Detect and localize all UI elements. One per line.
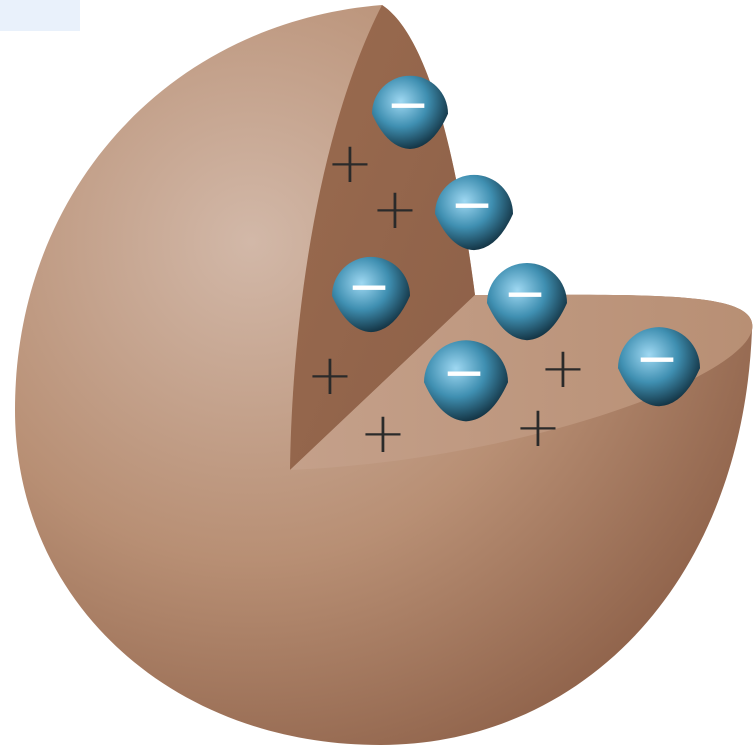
plus-6: + [515, 395, 562, 460]
plus-3: + [307, 343, 354, 408]
plus-1: + [327, 131, 374, 196]
plus-4: + [540, 336, 587, 401]
minus-sign: − [347, 257, 391, 317]
plus-2: + [372, 177, 419, 242]
minus-sign: − [442, 343, 486, 403]
minus-sign: − [386, 75, 430, 135]
minus-sign: − [503, 264, 547, 324]
minus-sign: − [635, 329, 679, 389]
plus-5: + [360, 401, 407, 466]
minus-sign: − [450, 175, 494, 235]
